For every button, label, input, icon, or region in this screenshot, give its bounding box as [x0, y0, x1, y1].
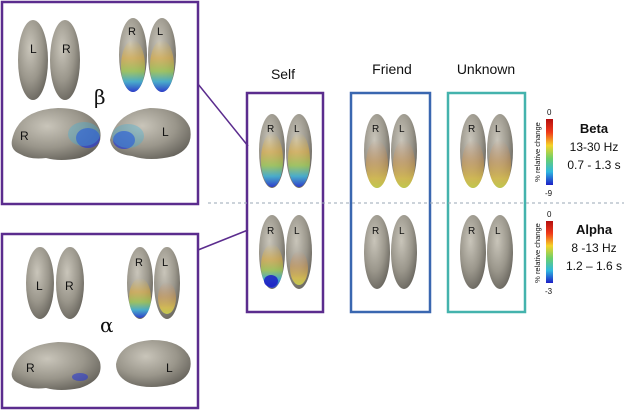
brain-dorsal-plain — [26, 247, 84, 319]
hemi-label: L — [495, 124, 501, 135]
beta-colorbar: 0 -9 % relative change — [533, 108, 553, 198]
alpha-inset-frame — [0, 232, 200, 410]
brain-self-alpha — [259, 215, 312, 289]
hemi-label: R — [372, 124, 379, 135]
beta-scale-min: -9 — [545, 189, 553, 198]
condition-label-friend: Friend — [372, 61, 412, 77]
hemi-label: R — [267, 124, 274, 135]
hemi-label: L — [36, 279, 43, 293]
hemi-label: R — [26, 361, 35, 375]
beta-symbol: β — [94, 85, 106, 109]
hemi-label: L — [157, 26, 163, 38]
beta-colorbar-gradient — [546, 119, 553, 185]
brain-dorsal-activated — [127, 247, 180, 319]
alpha-scale-max: 0 — [547, 210, 552, 219]
hemi-label: L — [399, 124, 405, 135]
alpha-band-time: 1.2 – 1.6 s — [566, 259, 622, 273]
condition-label-self: Self — [271, 66, 295, 82]
beta-inset: L R R L β R L — [0, 0, 200, 206]
hemi-label: L — [162, 257, 168, 269]
alpha-colorbar-gradient — [546, 221, 553, 283]
condition-label-unknown: Unknown — [457, 61, 515, 77]
alpha-band-name: Alpha — [576, 222, 613, 237]
brain-dorsal-plain — [18, 20, 80, 100]
hemi-label: L — [166, 361, 173, 375]
beta-band-name: Beta — [580, 121, 609, 136]
hemi-label: L — [495, 226, 501, 237]
alpha-colorbar: 0 -3 % relative change — [533, 210, 553, 296]
brain-unknown-beta — [460, 114, 513, 188]
brain-lateral-left-view — [11, 342, 101, 390]
alpha-inset: L R R L α R L — [0, 232, 200, 410]
hemi-label: R — [62, 42, 71, 56]
hemi-label: R — [267, 226, 274, 237]
brain-self-beta — [259, 114, 312, 188]
hemi-label: R — [65, 279, 74, 293]
hemi-label: L — [294, 124, 300, 135]
beta-inset-frame — [0, 0, 200, 206]
hemi-label: R — [468, 226, 475, 237]
hemi-label: R — [468, 124, 475, 135]
beta-scale-label: % relative change — [533, 122, 542, 182]
hemi-label: R — [128, 26, 136, 38]
alpha-band-freq: 8 -13 Hz — [571, 241, 616, 255]
alpha-scale-label: % relative change — [533, 223, 542, 283]
connector-line — [197, 83, 249, 147]
brain-friend-alpha — [364, 215, 417, 289]
beta-band-freq: 13-30 Hz — [570, 140, 619, 154]
hemi-label: R — [372, 226, 379, 237]
hemi-label: R — [20, 129, 29, 143]
hemi-label: L — [30, 42, 37, 56]
beta-scale-max: 0 — [547, 108, 552, 117]
brain-friend-beta — [364, 114, 417, 188]
hemi-label: L — [399, 226, 405, 237]
brain-unknown-alpha — [460, 215, 513, 289]
beta-band-time: 0.7 - 1.3 s — [567, 158, 620, 172]
hemi-label: L — [162, 125, 169, 139]
alpha-scale-min: -3 — [545, 287, 553, 296]
brain-lateral-right-view — [110, 108, 191, 159]
hemi-label: R — [135, 257, 143, 269]
brain-lateral-left-view — [11, 108, 101, 160]
connector-line — [197, 229, 249, 251]
hemi-label: L — [294, 226, 300, 237]
alpha-symbol: α — [100, 313, 114, 337]
brain-lateral-right-view — [116, 340, 191, 387]
brain-dorsal-activated — [119, 18, 176, 92]
